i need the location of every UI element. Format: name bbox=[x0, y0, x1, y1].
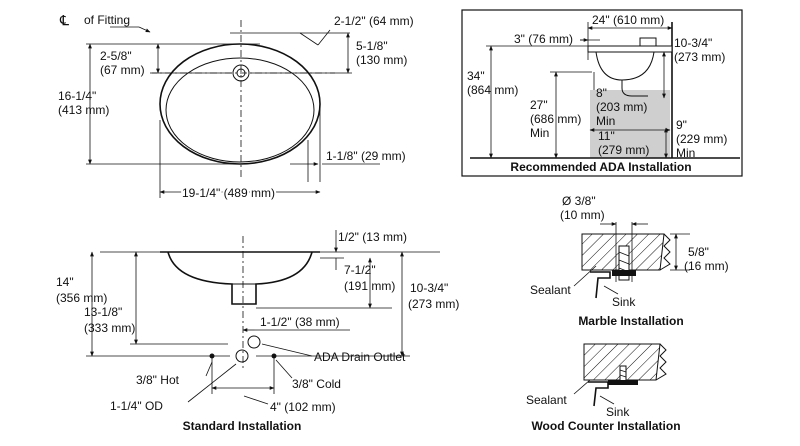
std-dim-7-1-2-line1: 7-1/2" bbox=[344, 263, 376, 277]
ada-dim-34-line2: (864 mm) bbox=[467, 83, 518, 97]
dim-19-1-4: 19-1/4" (489 mm) bbox=[182, 186, 275, 200]
std-dim-4: 4" (102 mm) bbox=[270, 400, 336, 414]
marble-dim-5-8-line1: 5/8" bbox=[688, 245, 709, 259]
dim-2-5-8-line2: (67 mm) bbox=[100, 63, 145, 77]
ada-dim-8-line1: 8" bbox=[596, 86, 607, 100]
marble-installation: Ø 3/8" (10 mm) 5/8" (16 mm) Sealant Sink… bbox=[530, 194, 729, 328]
dim-16-1-4-line2: (413 mm) bbox=[58, 103, 109, 117]
marble-dia-line2: (10 mm) bbox=[560, 208, 605, 222]
ada-dim-9-line3: Min bbox=[676, 146, 695, 160]
std-dim-14-line1: 14" bbox=[56, 275, 74, 289]
basin-outer-rim bbox=[159, 43, 321, 165]
marble-dia-line1: Ø 3/8" bbox=[562, 194, 596, 208]
ada-clearance-zone bbox=[590, 90, 670, 158]
ada-dim-3: 3" (76 mm) bbox=[514, 32, 573, 46]
standard-installation: 1/2" (13 mm) 7-1/2" (191 mm) 10-3/4" (27… bbox=[56, 230, 459, 433]
ada-panel: 24" (610 mm) 3" (76 mm) 10-3/4" (273 mm)… bbox=[461, 9, 743, 177]
ada-title: Recommended ADA Installation bbox=[510, 160, 691, 174]
dim-5-1-8-line1: 5-1/8" bbox=[356, 39, 388, 53]
std-dim-13-1-8-line2: (333 mm) bbox=[84, 321, 135, 335]
wood-screw bbox=[619, 365, 627, 383]
std-hot: 3/8" Hot bbox=[136, 373, 180, 387]
dim-2-1-2: 2-1/2" (64 mm) bbox=[334, 14, 414, 28]
ada-dim-27-line1: 27" bbox=[530, 98, 548, 112]
marble-sink: Sink bbox=[612, 295, 636, 309]
wood-sink-lip bbox=[588, 381, 609, 407]
marble-sink-lip bbox=[590, 271, 611, 299]
wood-title: Wood Counter Installation bbox=[531, 419, 680, 433]
std-ada-drain-outlet: ADA Drain Outlet bbox=[314, 350, 406, 364]
wood-sink: Sink bbox=[606, 405, 630, 419]
top-view: ℄ of Fitting 2-5/8" (67 mm) 2-1/2" (64 m… bbox=[58, 12, 414, 202]
dim-5-1-8-line2: (130 mm) bbox=[356, 53, 407, 67]
marble-dim-5-8-line2: (16 mm) bbox=[684, 259, 729, 273]
cl-of-fitting-label: of Fitting bbox=[84, 13, 130, 27]
ada-drain-outlet-icon bbox=[247, 335, 261, 349]
std-dim-1-1-2: 1-1/2" (38 mm) bbox=[260, 315, 340, 329]
marble-sealant: Sealant bbox=[530, 283, 571, 297]
marble-title: Marble Installation bbox=[578, 314, 683, 328]
wood-sealant: Sealant bbox=[526, 393, 567, 407]
centerline-symbol: ℄ bbox=[59, 12, 69, 28]
ada-counter bbox=[587, 45, 673, 53]
standard-sink-profile bbox=[167, 251, 313, 305]
std-dim-14-line2: (356 mm) bbox=[56, 291, 107, 305]
ada-dim-11-line2: (279 mm) bbox=[598, 143, 649, 157]
dim-1-1-8: 1-1/8" (29 mm) bbox=[326, 149, 406, 163]
drain-outlet-icon bbox=[235, 349, 249, 363]
ada-dim-10-3-4-line1: 10-3/4" bbox=[674, 36, 712, 50]
ada-dim-10-3-4-line2: (273 mm) bbox=[674, 50, 725, 64]
std-dim-13-1-8-line1: 13-1/8" bbox=[84, 305, 122, 319]
ada-dim-11-line1: 11" bbox=[598, 129, 615, 143]
ada-dim-34-line1: 34" bbox=[467, 69, 485, 83]
ada-dim-27-line2: (686 mm) bbox=[530, 112, 581, 126]
ada-dim-9-line1: 9" bbox=[676, 118, 687, 132]
basin-inner-bowl bbox=[165, 57, 315, 163]
wood-installation: Sealant Sink Wood Counter Installation bbox=[526, 343, 681, 433]
ada-frame bbox=[461, 9, 743, 177]
std-dim-7-1-2-line2: (191 mm) bbox=[344, 279, 395, 293]
dim-2-5-8-line1: 2-5/8" bbox=[100, 49, 132, 63]
std-cold: 3/8" Cold bbox=[292, 377, 341, 391]
marble-anchor-bolt bbox=[618, 245, 630, 281]
ada-faucet-icon bbox=[639, 37, 657, 46]
std-title: Standard Installation bbox=[183, 419, 302, 433]
std-dim-10-3-4-line1: 10-3/4" bbox=[410, 281, 448, 295]
ada-dim-8-line3: Min bbox=[596, 114, 615, 128]
ada-dim-27-line3: Min bbox=[530, 126, 549, 140]
std-od: 1-1/4" OD bbox=[110, 399, 163, 413]
ada-sink-bowl bbox=[595, 51, 655, 81]
std-dim-10-3-4-line2: (273 mm) bbox=[408, 297, 459, 311]
std-dim-1-2: 1/2" (13 mm) bbox=[338, 230, 407, 244]
ada-dim-8-line2: (203 mm) bbox=[596, 100, 647, 114]
ada-dim-9-line2: (229 mm) bbox=[676, 132, 727, 146]
dim-16-1-4-line1: 16-1/4" bbox=[58, 89, 96, 103]
ada-dim-24: 24" (610 mm) bbox=[592, 13, 664, 27]
